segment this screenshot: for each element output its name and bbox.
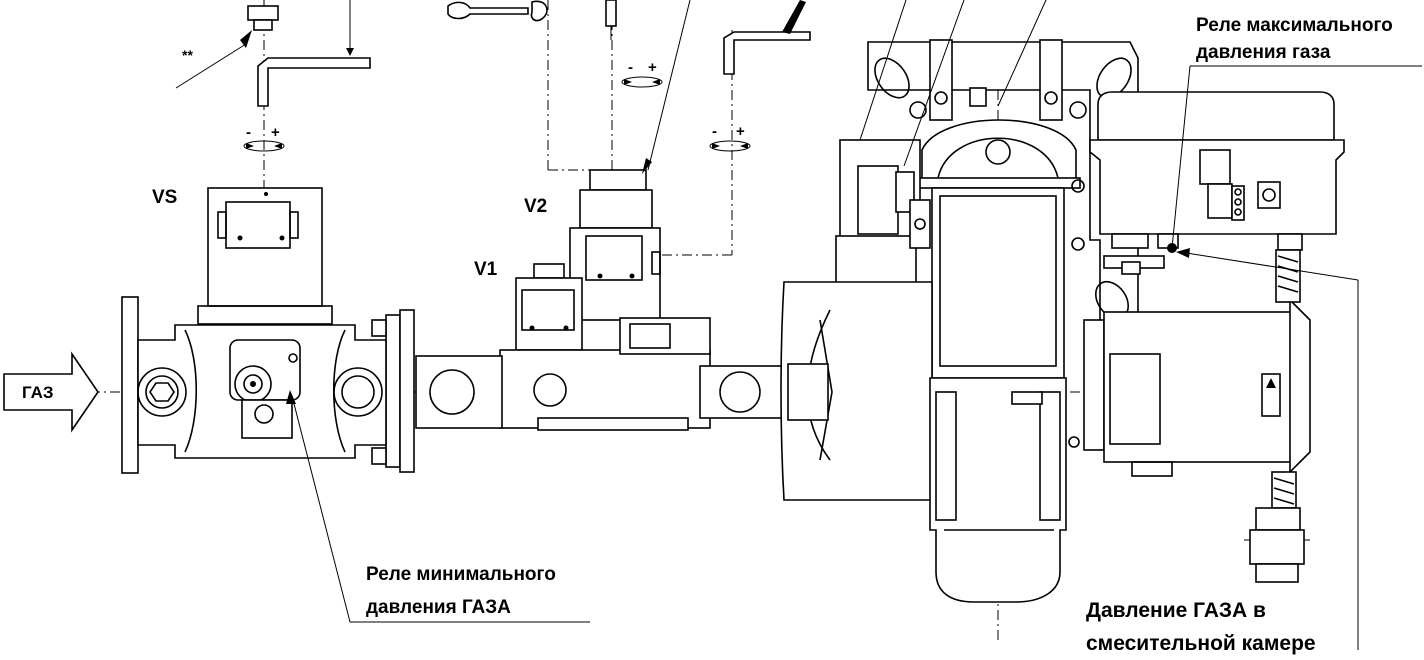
min-relay-label-line1: Реле минимального [366,564,556,585]
control-box [1089,91,1345,275]
vs-minus: - [246,124,251,141]
gas-inlet-label: ГАЗ [22,383,54,402]
v1-plus: + [736,123,745,140]
v1-v2-adjust-tools: - + - + [447,0,811,174]
v1-minus: - [712,123,717,140]
mix-pressure-label-line1: Давление ГАЗА в [1086,599,1266,622]
callout-mix-chamber-pressure: Давление ГАЗА в смесительной камере [1086,599,1316,655]
double-star-mark: ** [182,47,193,63]
valve-v2-label: V2 [524,196,547,217]
vs-adjust-tools: - + [175,0,371,152]
v2-minus: - [628,59,633,76]
leader-lines [286,0,1422,650]
valve-vs-label: VS [152,187,177,208]
max-relay-label-line2: давления газа [1196,42,1331,63]
vs-valve [121,187,415,474]
v2-plus: + [648,59,657,76]
vs-plus: + [271,124,280,141]
gas-inlet-arrow: ГАЗ [3,351,99,433]
valve-v1-label: V1 [474,259,498,280]
mix-pressure-label-line2: смесительной камере [1086,632,1316,655]
min-relay-label-line2: давления ГАЗА [366,597,511,618]
burner-housing [780,39,1139,603]
callout-max-pressure-relay: Реле максимального давления газа [1196,15,1393,63]
motor-assembly [1083,249,1311,583]
max-relay-label-line1: Реле максимального [1196,15,1393,36]
v1-v2-multiblock [415,169,791,431]
callout-min-pressure-relay: Реле минимального давления ГАЗА [366,564,556,618]
